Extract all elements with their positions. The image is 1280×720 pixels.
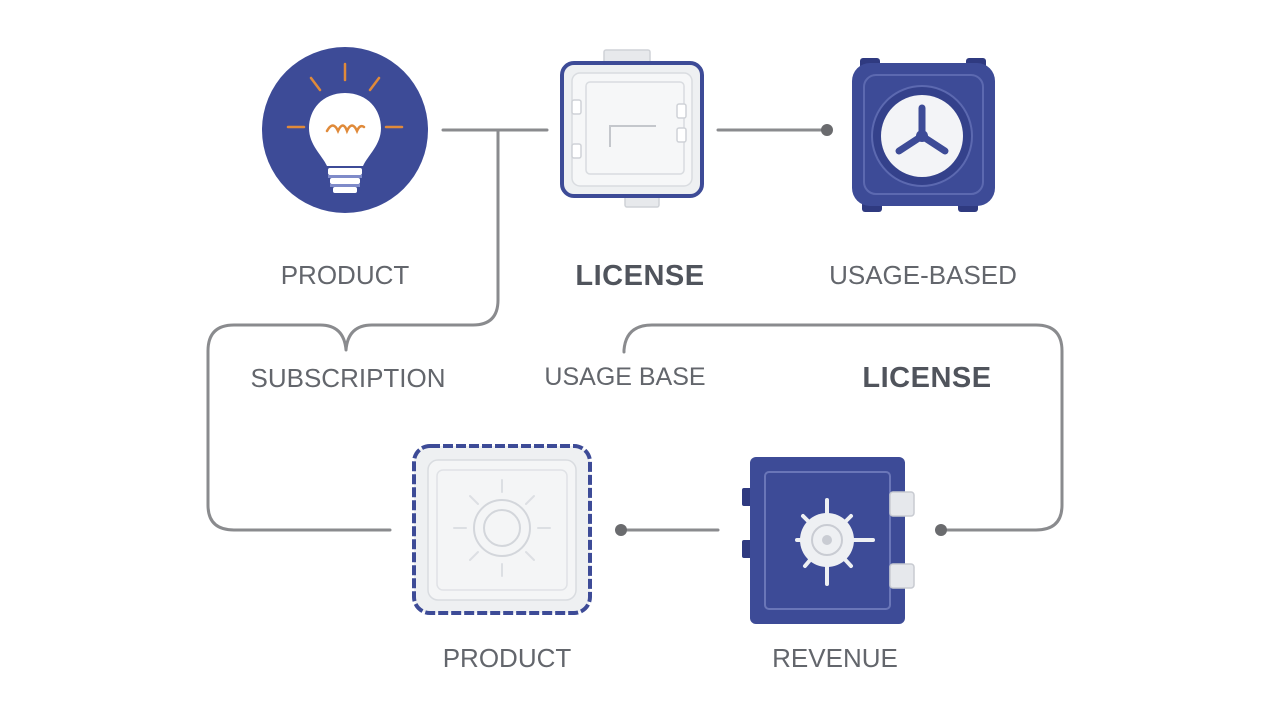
- license-box-icon: [560, 49, 704, 208]
- label-product-bottom: PRODUCT: [442, 643, 572, 673]
- lightbulb-icon: [262, 47, 428, 213]
- connector-dot-usage: [821, 124, 833, 136]
- label-license-top: LICENSE: [575, 260, 705, 292]
- connector-dot-revenue-right: [935, 524, 947, 536]
- label-product-top: PRODUCT: [280, 260, 410, 290]
- label-subscription: SUBSCRIPTION: [250, 363, 446, 393]
- safe-icon: [742, 457, 915, 624]
- connectors: [206, 128, 1064, 532]
- label-license-mid: LICENSE: [862, 362, 992, 394]
- vault-dial-icon: [852, 58, 995, 212]
- label-usage-based: USAGE-BASED: [829, 260, 1017, 290]
- connector-dot-product-right: [615, 524, 627, 536]
- label-revenue: REVENUE: [772, 643, 898, 673]
- connector-usage-loop: [622, 323, 1064, 532]
- connector-dots: [615, 124, 947, 536]
- connector-subscription-loop: [206, 128, 500, 532]
- product-box-icon: [412, 444, 592, 615]
- label-usage-base: USAGE BASE: [544, 363, 706, 391]
